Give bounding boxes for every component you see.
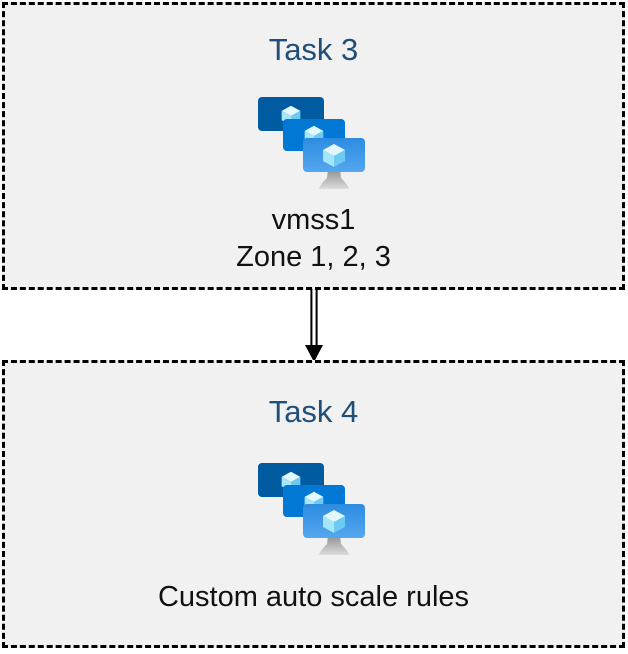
task3-box: Task 3 vmss1 Zone 1, 2, 3 xyxy=(2,2,625,290)
vm-scale-sets-icon xyxy=(256,461,372,557)
task4-label-autoscale: Custom auto scale rules xyxy=(157,581,470,613)
task4-box: Task 4 Custom auto scale rules xyxy=(2,360,625,648)
task4-title: Task 4 xyxy=(268,394,359,429)
task3-label-zones: Zone 1, 2, 3 xyxy=(236,241,391,273)
task3-labels: vmss1 Zone 1, 2, 3 xyxy=(236,202,391,276)
task4-labels: Custom auto scale rules xyxy=(158,579,469,616)
task3-title: Task 3 xyxy=(268,32,359,67)
vm-scale-sets-icon xyxy=(256,95,372,191)
task3-label-vmss1: vmss1 xyxy=(271,204,356,236)
down-arrow xyxy=(305,289,323,362)
